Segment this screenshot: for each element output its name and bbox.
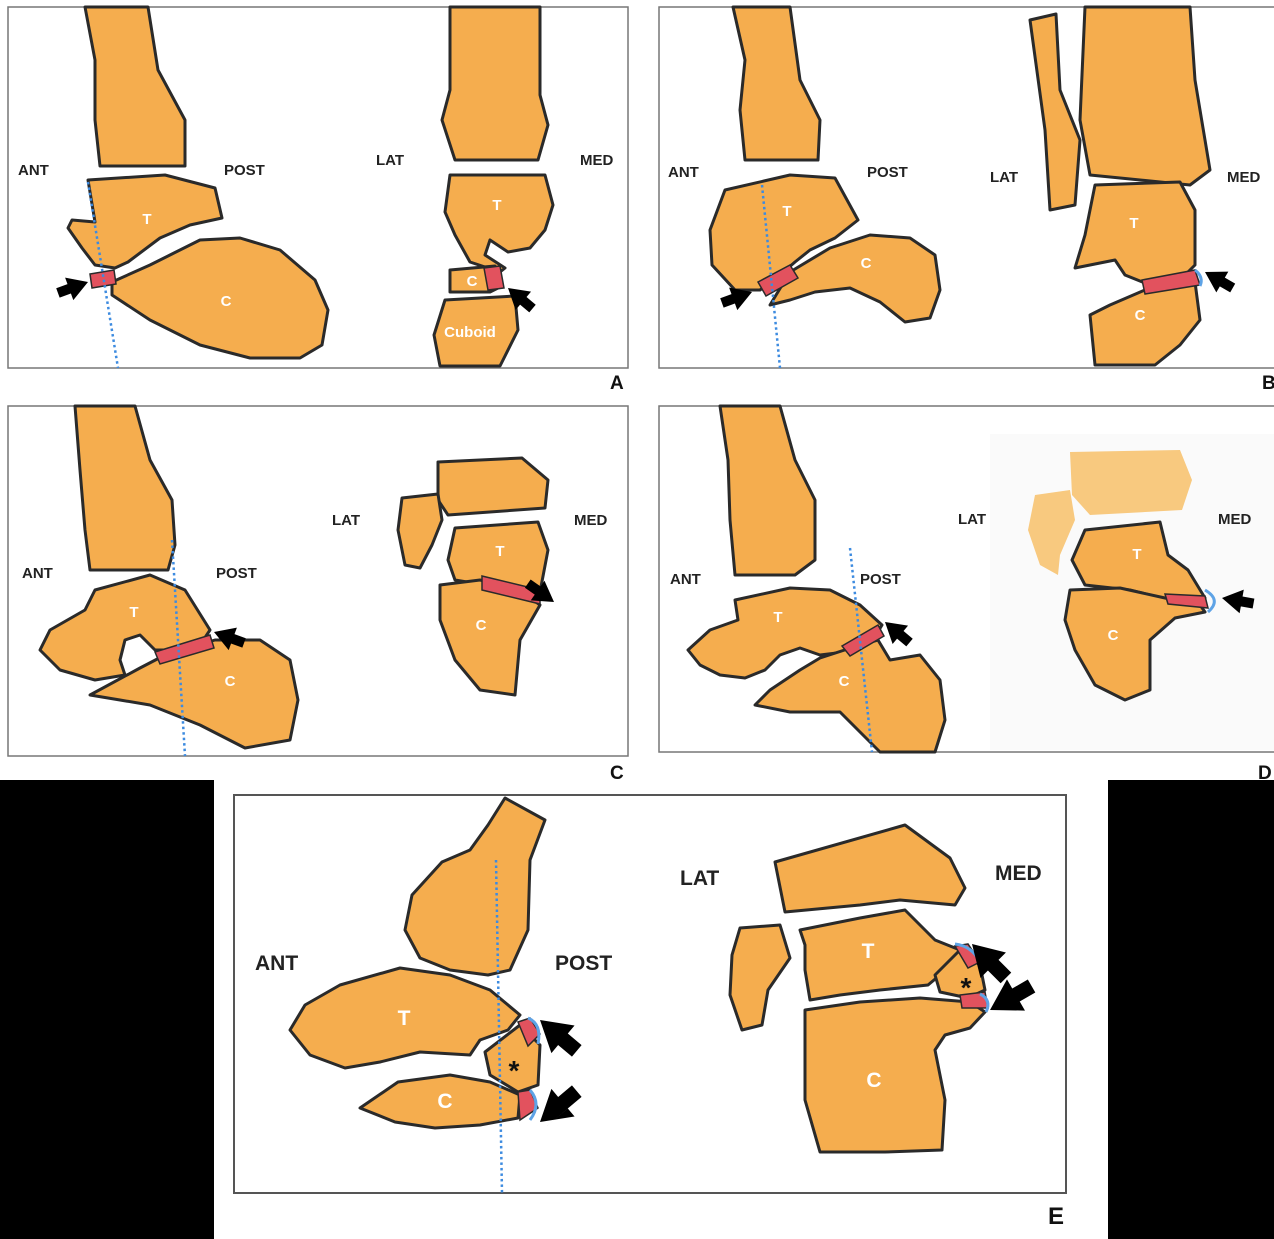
med-label: MED [995, 862, 1042, 885]
panel-d-letter: D [1258, 763, 1272, 784]
tibia-coronal [1080, 7, 1210, 185]
panel-a: T C ANT POST T C Cuboid LAT MED A [8, 7, 628, 394]
panel-e-letter: E [1048, 1203, 1064, 1230]
calcaneus-label: C [225, 673, 236, 690]
ant-label: ANT [22, 565, 53, 582]
calcaneus-label: C [221, 293, 232, 310]
ant-label: ANT [668, 164, 699, 181]
med-label: MED [1227, 169, 1261, 186]
calcaneus-label: C [467, 273, 478, 290]
talus-label: T [495, 543, 504, 560]
lat-label: LAT [990, 169, 1018, 186]
calcaneus-label: C [866, 1069, 881, 1092]
panel-a-letter: A [610, 373, 624, 394]
panel-c: T C ANT POST T C LAT MED C [8, 406, 628, 784]
panel-e: T C * ANT POST T C * LAT MED E [234, 795, 1066, 1230]
panel-b-letter: B [1262, 373, 1274, 394]
coalition-bar-coronal [484, 266, 504, 290]
accessory-marker: * [509, 1055, 520, 1086]
med-label: MED [1218, 511, 1252, 528]
calcaneus-label: C [839, 673, 850, 690]
ant-label: ANT [255, 952, 298, 975]
post-label: POST [555, 952, 612, 975]
talus-label: T [142, 211, 151, 228]
lat-label: LAT [958, 511, 986, 528]
talus-label: T [862, 940, 875, 963]
lat-label: LAT [332, 512, 360, 529]
med-label: MED [580, 152, 614, 169]
calcaneus-label: C [1108, 627, 1119, 644]
panel-b: T C ANT POST T C LAT MED B [659, 7, 1274, 394]
talus-label: T [1129, 215, 1138, 232]
calcaneus-label: C [476, 617, 487, 634]
post-label: POST [216, 565, 257, 582]
accessory-marker: * [961, 972, 972, 1003]
calcaneus-label: C [861, 255, 872, 272]
talus-label: T [1132, 546, 1141, 563]
tibia-coronal [438, 458, 548, 515]
post-label: POST [224, 162, 265, 179]
talus-label: T [782, 203, 791, 220]
talus-label: T [773, 609, 782, 626]
post-label: POST [860, 571, 901, 588]
calcaneus-label: C [1135, 307, 1146, 324]
tibia-coronal [442, 7, 548, 160]
post-label: POST [867, 164, 908, 181]
cuboid-label: Cuboid [444, 324, 496, 341]
talus-label: T [129, 604, 138, 621]
ant-label: ANT [18, 162, 49, 179]
panel-c-letter: C [610, 763, 624, 784]
coalition-bar-sagittal [90, 270, 116, 288]
tibia-coronal [1070, 450, 1192, 515]
med-label: MED [574, 512, 608, 529]
talus-label: T [398, 1007, 411, 1030]
lat-label: LAT [376, 152, 404, 169]
lat-label: LAT [680, 867, 719, 890]
ant-label: ANT [670, 571, 701, 588]
panel-d: T C ANT POST T C LAT MED D [659, 406, 1274, 784]
calcaneus-label: C [437, 1090, 452, 1113]
talus-label: T [492, 197, 501, 214]
